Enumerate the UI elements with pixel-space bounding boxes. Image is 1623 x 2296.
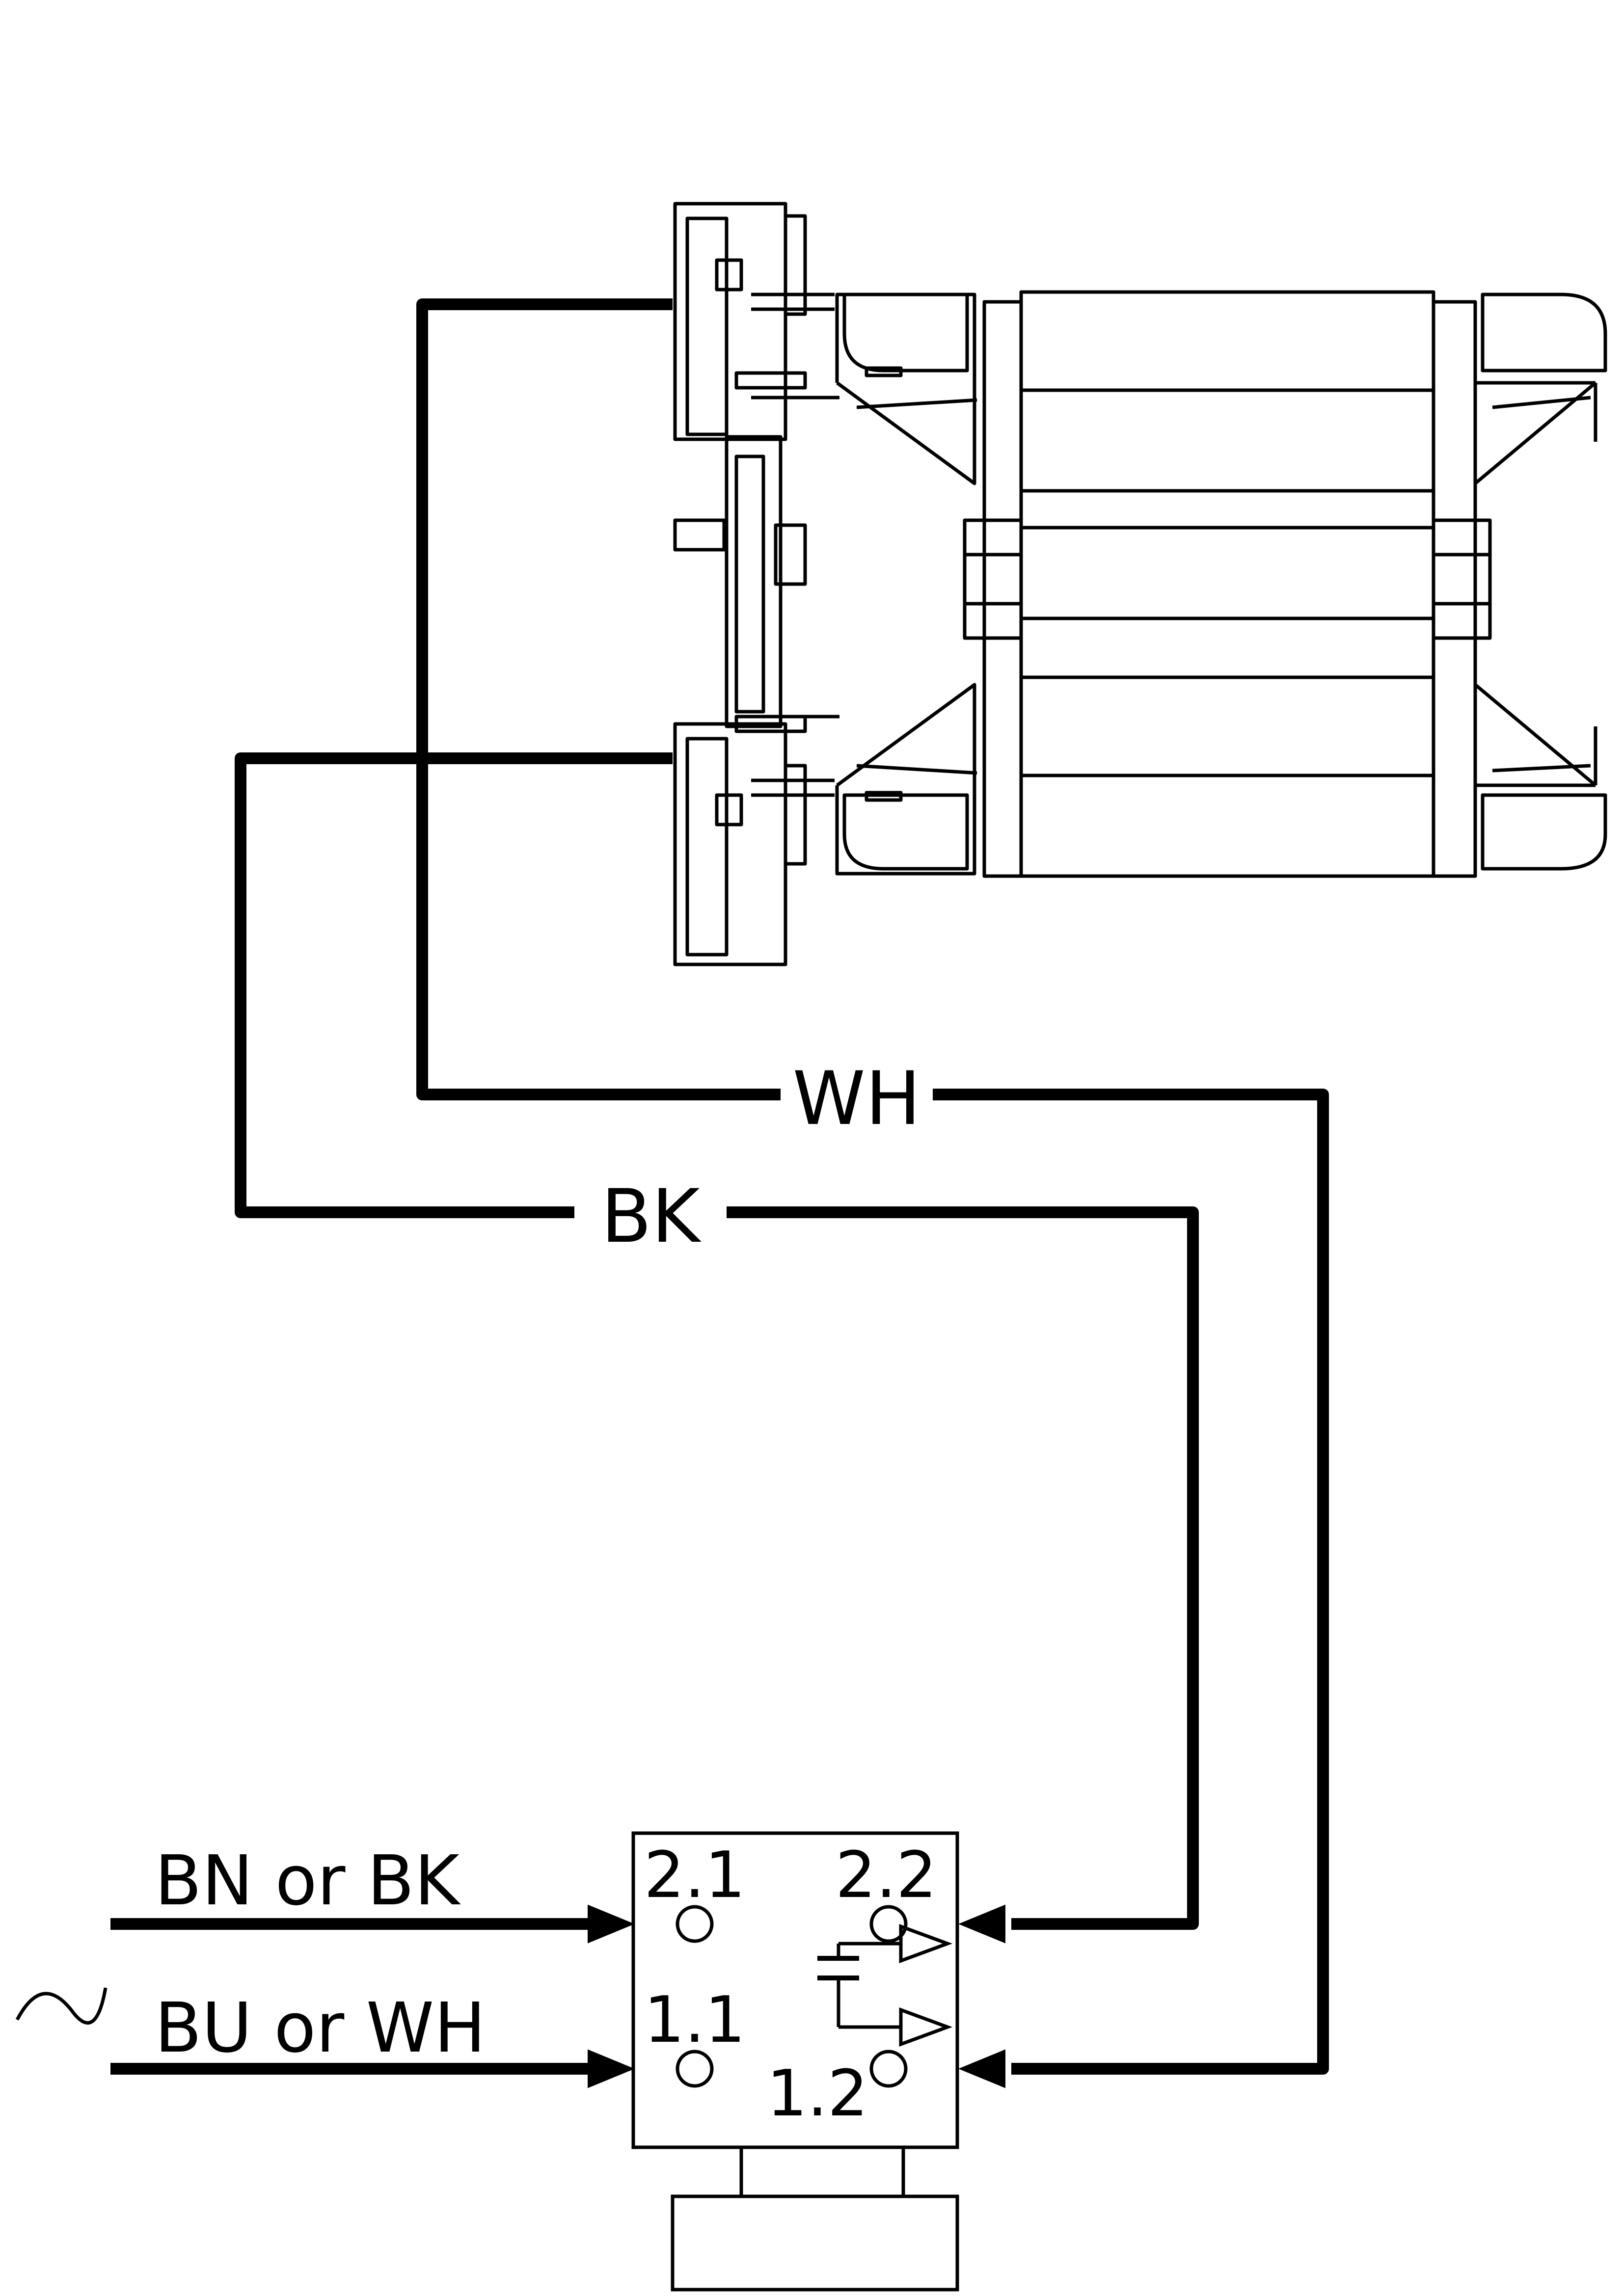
supply-neutral-label: BU or WH: [155, 1988, 486, 2068]
terminal-label-2-1: 2.1: [644, 1838, 746, 1912]
terminal-label-2-2: 2.2: [836, 1838, 937, 1912]
wire-label-bk: BK: [601, 1174, 702, 1259]
terminal-1-2-hole: [869, 2050, 908, 2088]
supply-line-label: BN or BK: [155, 1841, 461, 1921]
terminal-block: [631, 1831, 959, 2292]
capacitor-icon: [817, 1923, 953, 2047]
wire-white: [416, 298, 1329, 2075]
terminal-2-1-hole: [676, 1905, 714, 1943]
arrowhead-icons: [588, 1904, 1005, 2088]
wire-label-wh: WH: [792, 1056, 920, 1142]
supply-leads: [110, 1918, 609, 2075]
terminal-label-1-2: 1.2: [767, 2056, 868, 2131]
terminal-2-2-hole: [869, 1905, 908, 1943]
wire-black: [235, 752, 1199, 1930]
terminal-label-1-1: 1.1: [644, 1982, 746, 2057]
terminal-1-1-hole: [676, 2050, 714, 2088]
ac-symbol-icon: [15, 1987, 108, 2025]
motor-stator-icon: [673, 202, 1607, 966]
